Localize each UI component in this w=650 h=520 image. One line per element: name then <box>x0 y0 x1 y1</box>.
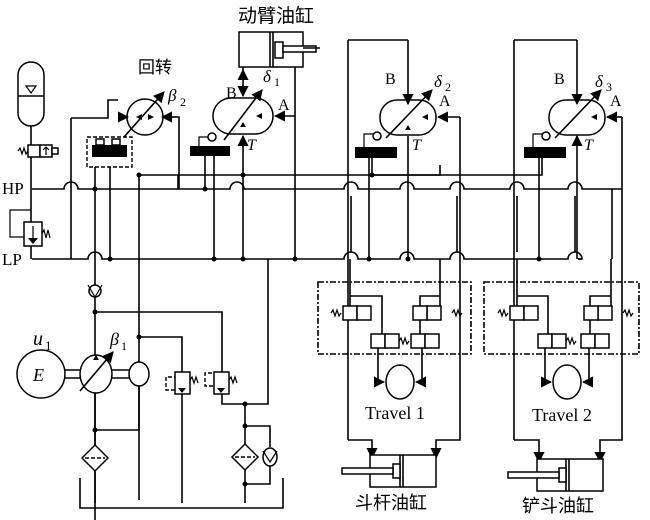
arm-port-b: B <box>385 71 396 88</box>
hp-line <box>32 181 622 190</box>
engine-label: E <box>32 365 44 385</box>
arm-port-a: A <box>439 93 451 110</box>
beta1-sub: 1 <box>121 339 127 353</box>
delta3-sub: 3 <box>606 80 612 94</box>
boom-pilot-valve <box>190 132 230 262</box>
hp-label: HP <box>2 179 24 198</box>
bucket-port-a: A <box>610 93 622 110</box>
travel1-label: Travel 1 <box>365 403 425 423</box>
delta1-label: δ <box>263 67 272 86</box>
relief-valve-2 <box>204 371 245 405</box>
relief-valve-hp-lp <box>9 205 51 259</box>
travel2-valve-block <box>483 259 640 355</box>
lp-label: LP <box>2 250 22 269</box>
swing-control-valve <box>86 136 133 168</box>
boom-cylinder-label: 动臂油缸 <box>238 5 314 27</box>
delta2-label: δ <box>434 72 443 91</box>
delta2-sub: 2 <box>445 80 451 94</box>
bucket-pump-motor <box>548 40 623 464</box>
boom-port-a: A <box>278 97 290 114</box>
accumulator <box>17 61 45 145</box>
engine <box>16 349 66 399</box>
arm-pump-motor <box>379 40 461 460</box>
relief-valve-1 <box>165 371 199 503</box>
boom-port-t: T <box>247 137 257 154</box>
filter-1 <box>80 430 110 503</box>
arm-cylinder-label: 斗杆油缸 <box>355 492 427 514</box>
boom-pump-motor <box>212 67 298 262</box>
boom-cylinder <box>238 31 317 68</box>
swing-label: 回转 <box>138 58 172 78</box>
beta1-label: β <box>109 329 119 349</box>
travel2-label: Travel 2 <box>532 405 592 425</box>
travel1-motor <box>373 348 427 400</box>
beta2-sub: 2 <box>180 95 186 109</box>
check-valve <box>87 284 103 299</box>
charge-pump <box>128 361 150 387</box>
bypass-check <box>242 447 278 487</box>
filter-2 <box>230 442 260 503</box>
bucket-port-t: T <box>584 137 594 154</box>
travel1-valve-block <box>317 259 472 355</box>
u1-sub: 1 <box>45 338 52 353</box>
main-pump <box>79 351 114 430</box>
u1-label: u <box>33 328 43 350</box>
swing-motor <box>117 91 180 189</box>
bucket-cylinder <box>507 439 604 492</box>
travel2-motor <box>540 348 594 400</box>
delta1-sub: 1 <box>274 75 280 89</box>
arm-cylinder <box>341 439 437 488</box>
beta2-label: β <box>167 86 177 105</box>
arm-pilot-valve <box>355 131 397 262</box>
lp-line <box>32 251 583 260</box>
bucket-cylinder-label: 铲斗油缸 <box>522 495 594 517</box>
accumulator-valve <box>17 144 59 205</box>
tank <box>79 478 284 509</box>
bucket-port-b: B <box>554 71 565 88</box>
boom-port-b: B <box>226 85 237 102</box>
delta3-label: δ <box>595 72 604 91</box>
arm-port-t: T <box>412 137 422 154</box>
bucket-pilot-valve <box>372 131 566 262</box>
